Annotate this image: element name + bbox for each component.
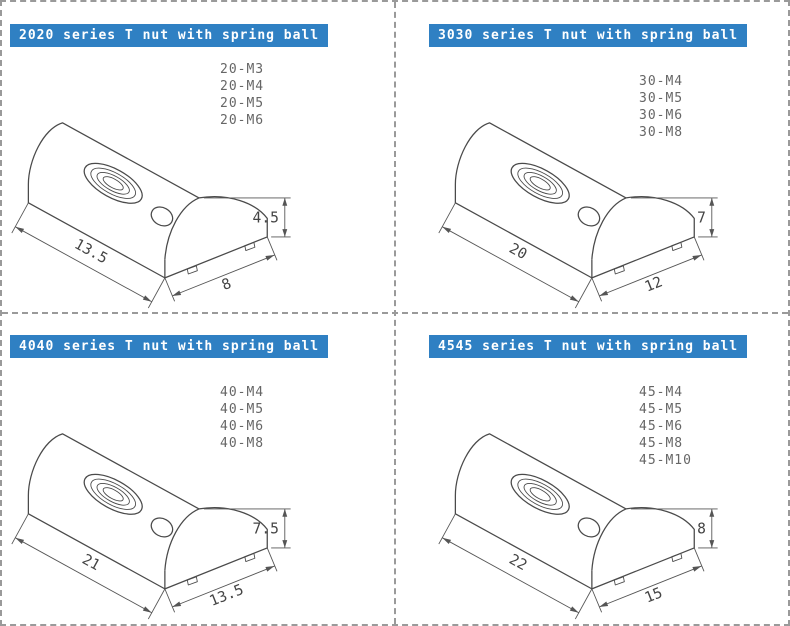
panel-3030-series: 3030 series T nut with spring ball 30-M4…	[395, 2, 788, 313]
width-dimension: 8	[219, 275, 233, 294]
width-dimension: 12	[642, 273, 665, 295]
model-label: 45-M4	[639, 385, 684, 400]
length-dimension: 21	[79, 551, 103, 574]
model-label: 30-M6	[639, 107, 684, 123]
panel-title: 4545 series T nut with spring ball	[429, 335, 748, 358]
width-dimension: 13.5	[207, 581, 246, 610]
model-label: 20-M6	[220, 112, 265, 128]
panel-4040-series: 4040 series T nut with spring ball 40-M4…	[2, 313, 395, 624]
height-dimension: 4.5	[253, 209, 279, 226]
horizontal-divider	[2, 312, 788, 314]
model-label: 40-M4	[220, 385, 265, 400]
length-dimension: 13.5	[71, 236, 110, 268]
model-label: 30-M5	[639, 90, 684, 106]
length-dimension: 22	[506, 551, 530, 574]
length-dimension: 20	[506, 240, 530, 263]
model-label: 30-M4	[639, 74, 684, 89]
panel-title: 3030 series T nut with spring ball	[429, 24, 748, 47]
model-label: 40-M8	[220, 435, 265, 451]
panel-title: 4040 series T nut with spring ball	[10, 335, 329, 358]
tnut-drawing: 7.5 21 13.5	[11, 433, 292, 620]
panel-title: 2020 series T nut with spring ball	[10, 24, 329, 47]
model-label: 20-M3	[220, 62, 265, 77]
model-label: 20-M5	[220, 95, 265, 111]
model-label: 40-M6	[220, 418, 265, 434]
height-dimension: 8	[697, 520, 706, 537]
tnut-drawing: 7 20 12	[438, 122, 719, 309]
model-label: 20-M4	[220, 78, 265, 94]
height-dimension: 7	[697, 209, 706, 226]
model-label: 45-M6	[639, 418, 684, 434]
model-label: 45-M8	[639, 435, 684, 451]
model-label: 45-M5	[639, 401, 684, 417]
tnut-drawing: 4.5 13.5 8	[11, 122, 292, 309]
width-dimension: 15	[642, 584, 665, 606]
panel-2020-series: 2020 series T nut with spring ball 20-M3…	[2, 2, 395, 313]
panel-4545-series: 4545 series T nut with spring ball 45-M4…	[395, 313, 788, 624]
model-label: 40-M5	[220, 401, 265, 417]
model-label: 30-M8	[639, 124, 684, 140]
height-dimension: 7.5	[253, 520, 279, 537]
tnut-drawing: 8 22 15	[438, 433, 719, 620]
model-label: 45-M10	[639, 452, 692, 468]
